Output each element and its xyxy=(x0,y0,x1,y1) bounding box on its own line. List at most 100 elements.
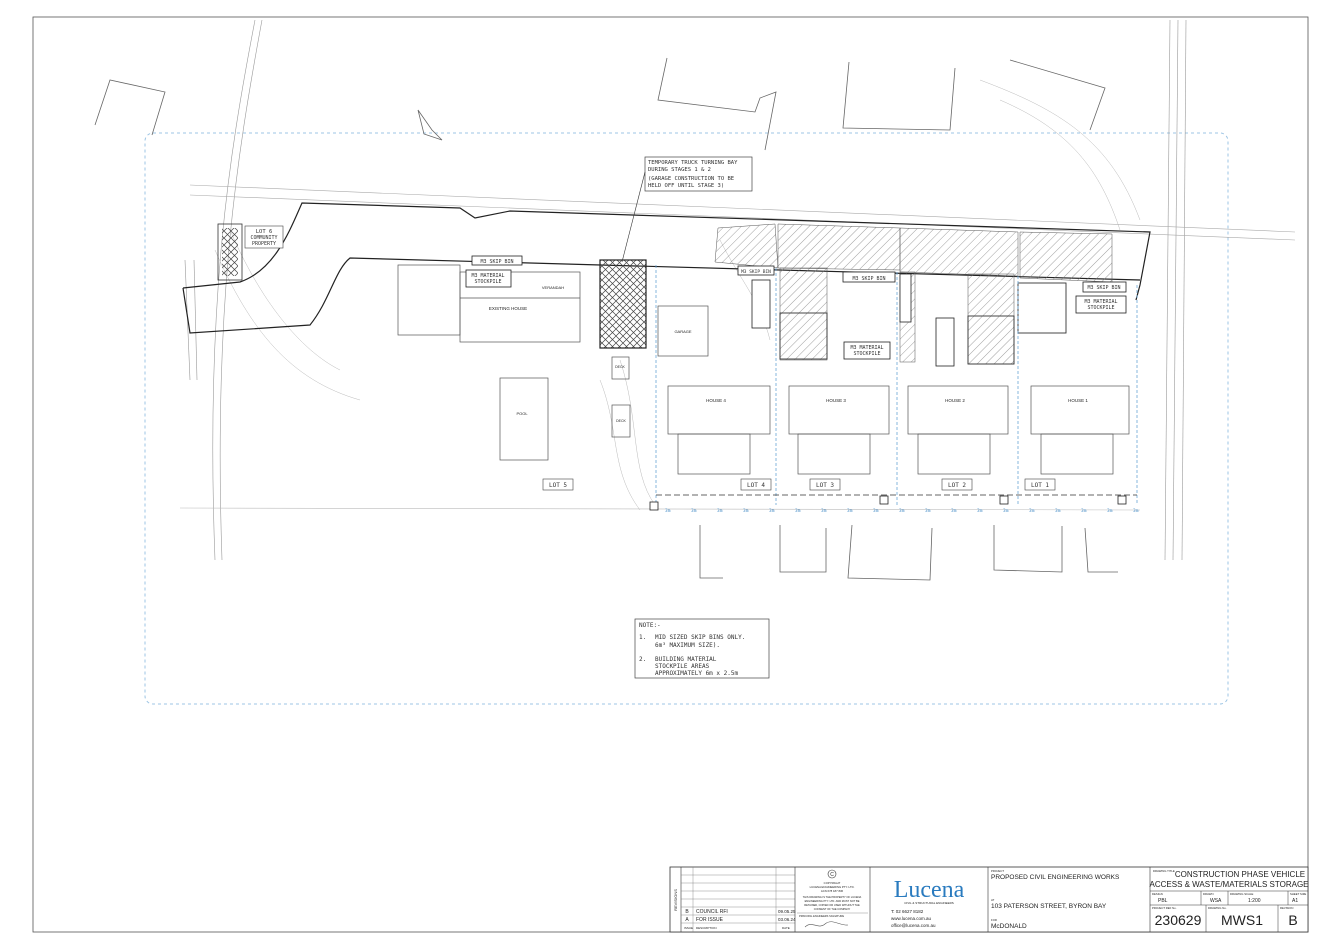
note-1-num: 1. xyxy=(639,634,646,641)
note-2-num: 2. xyxy=(639,656,646,663)
dimension-label: 3m xyxy=(925,508,931,514)
dimension-label: 3m xyxy=(795,508,801,514)
dimension-label: 3m xyxy=(665,508,671,514)
railway-right xyxy=(1164,19,1187,561)
lot6-sub-2: PROPERTY xyxy=(252,241,276,247)
house4-garage: GARAGE xyxy=(657,305,709,357)
revisions-label: REVISIONS xyxy=(673,889,678,911)
street-lines xyxy=(189,184,1296,241)
client-name: McDONALD xyxy=(991,923,1027,930)
lot2-label: LOT 2 xyxy=(948,482,966,489)
revision-label: REVISION xyxy=(1280,906,1293,910)
existing-house-label: EXISTING HOUSE xyxy=(489,306,527,311)
rev-a-date: 03.06.24 xyxy=(778,917,796,922)
dimension-label: 3m xyxy=(1055,508,1061,514)
sheet-label: SHEET SIZE xyxy=(1290,892,1306,896)
copyright-symbol: C xyxy=(830,872,834,878)
revision-value: B xyxy=(1288,912,1297,928)
drawing-title-2: ACCESS & WASTE/MATERIALS STORAGE xyxy=(1150,880,1309,889)
notes-box: NOTE:- 1. MID SIZED SKIP BINS ONLY. 6m³ … xyxy=(634,618,770,679)
copyright-note-2: ENGINEERING PTY. LTD. AND MUST NOT BE xyxy=(805,899,860,903)
copyright-note-4: CONSENT OF THE COMPANY xyxy=(814,907,851,911)
dimension-label: 3m xyxy=(873,508,879,514)
design-label: DESIGN xyxy=(1152,892,1163,896)
rev-a-code: A xyxy=(685,917,689,923)
dimension-label: 3m xyxy=(743,508,749,514)
rev-b-desc: COUNCIL RFI xyxy=(696,909,728,915)
dimension-label: 3m xyxy=(847,508,853,514)
copyright-2: LUCENA ENGINEERING PTY. LTD. xyxy=(810,885,855,889)
deck-label-1: DECK xyxy=(615,365,625,369)
verandah-label: VERANDAH xyxy=(542,285,564,290)
dimension-label: 3m xyxy=(1029,508,1035,514)
brand-logo: Lucena xyxy=(894,877,965,903)
lot5-label: LOT 5 xyxy=(549,482,567,489)
deck-label-2: DECK xyxy=(616,419,626,423)
footpath-line xyxy=(179,507,1141,511)
skip-bin-label-existing: M3 SKIP BIN xyxy=(480,259,513,265)
truck-turning-bay xyxy=(599,259,647,349)
brand-web: www.lucena.com.au xyxy=(891,916,932,921)
access-driveway-upper xyxy=(182,202,1151,301)
drawn-value: WSA xyxy=(1210,898,1222,904)
skip-bin-label-lot1: M3 SKIP BIN xyxy=(1087,285,1120,291)
dimension-label: 3m xyxy=(977,508,983,514)
truck-note-line-1: TEMPORARY TRUCK TURNING BAY xyxy=(648,160,738,166)
svg-text:GARAGE: GARAGE xyxy=(674,329,691,334)
truck-note-line-2: DURING STAGES 1 & 2 xyxy=(648,167,711,173)
lot-dividers xyxy=(655,265,1138,505)
dimension-label: 3m xyxy=(691,508,697,514)
drawing-title-1: CONSTRUCTION PHASE VEHICLE xyxy=(1175,870,1305,879)
lot6-label: LOT 6 xyxy=(256,229,273,235)
project-no: 230629 xyxy=(1155,912,1202,928)
front-markers xyxy=(649,495,1127,511)
scale-value: 1:200 xyxy=(1248,898,1261,904)
house3-label: HOUSE 3 xyxy=(826,398,846,403)
project-no-label: PROJECT REF No. xyxy=(1152,906,1177,910)
lot1-label: LOT 1 xyxy=(1031,482,1049,489)
signature-label: PRINCIPAL ENGINEERS SIGNATURE xyxy=(799,914,844,918)
dimension-label: 3m xyxy=(717,508,723,514)
for-label: FOR xyxy=(991,918,997,922)
at-label: AT xyxy=(991,898,995,902)
copyright-note-1: THIS DRAWING IS THE PROPERTY OF LUCENA xyxy=(803,895,862,899)
dimension-label: 3m xyxy=(951,508,957,514)
lot-labels: LOT 5 LOT 4 LOT 3 LOT 2 LOT 1 xyxy=(542,478,1056,491)
sheet-value: A1 xyxy=(1292,898,1298,904)
project-label: PROJECT xyxy=(991,869,1004,873)
drawing-title-label: DRAWING TITLE xyxy=(1153,869,1175,873)
stockpile-label-lot1-2: STOCKPILE xyxy=(1087,305,1114,311)
design-value: PBL xyxy=(1158,898,1168,904)
drawing-no: MWS1 xyxy=(1221,912,1263,928)
lot6-community-property: LOT 6 COMMUNITY PROPERTY xyxy=(217,223,284,281)
dimension-label: 3m xyxy=(1081,508,1087,514)
house1-label: HOUSE 1 xyxy=(1068,398,1088,403)
rev-header-desc: DESCRIPTION xyxy=(696,926,717,930)
railway-left xyxy=(184,19,263,561)
skip-bin-label-lot3: M3 SKIP BIN xyxy=(852,276,885,282)
drawing-no-label: DRAWING No. xyxy=(1208,906,1227,910)
project-name: PROPOSED CIVIL ENGINEERING WORKS xyxy=(991,874,1120,881)
rev-a-desc: FOR ISSUE xyxy=(696,917,724,923)
lot3-label: LOT 3 xyxy=(816,482,834,489)
dimension-label: 3m xyxy=(1133,508,1139,514)
drawn-label: DRAWN xyxy=(1203,892,1213,896)
dimension-label: 3m xyxy=(899,508,905,514)
note-1-line-2: 6m³ MAXIMUM SIZE). xyxy=(655,642,720,649)
lot4-label: LOT 4 xyxy=(747,482,765,489)
site-boundary xyxy=(144,132,1229,705)
dimension-label: 3m xyxy=(821,508,827,514)
houses xyxy=(667,385,1130,475)
scale-label: DRAWING SCALE xyxy=(1230,892,1253,896)
brand-phone: T: 02 6627 8182 xyxy=(891,909,924,914)
stockpile-label-lot1-1: M3 MATERIAL xyxy=(1084,299,1117,305)
skip-bin-label-lot4: M3 SKIP BIN xyxy=(741,269,771,275)
dimension-label: 3m xyxy=(769,508,775,514)
rev-header-issue: ISSUE xyxy=(684,926,693,930)
truck-note-line-4: HELD OFF UNTIL STAGE 3) xyxy=(648,183,724,189)
engineer-signature xyxy=(804,921,849,928)
hatched-access-areas xyxy=(714,223,1113,365)
rev-b-date: 09.05.25 xyxy=(778,909,796,914)
